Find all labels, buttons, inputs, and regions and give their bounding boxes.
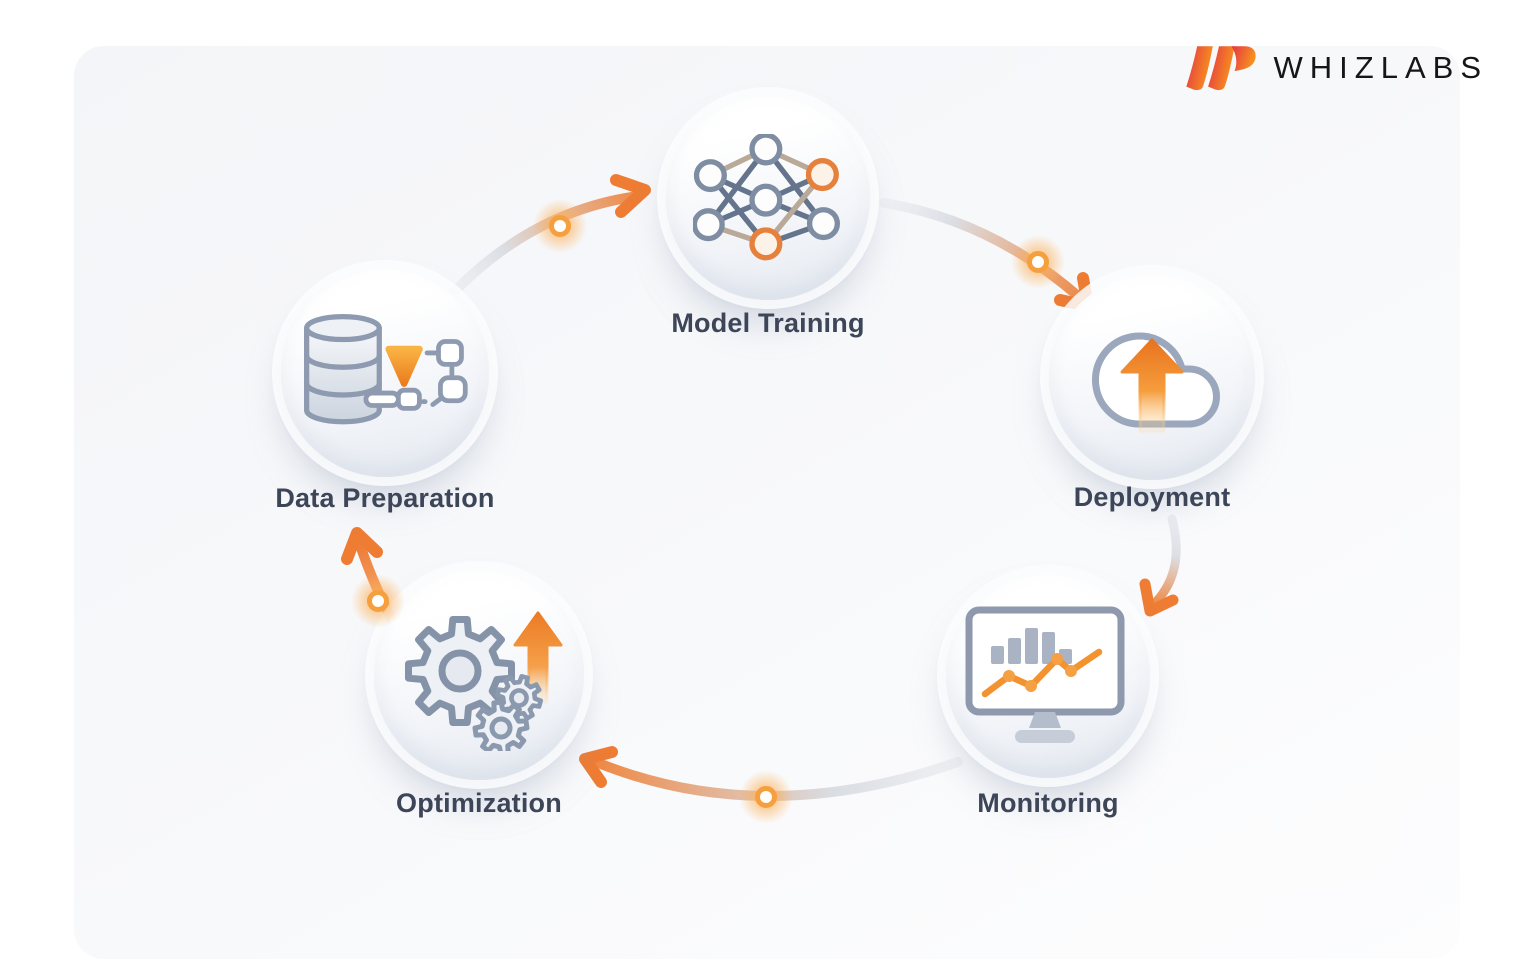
node-circle — [666, 96, 870, 300]
node-label: Data Preparation — [275, 483, 495, 513]
bar-chart-icon — [991, 627, 1072, 664]
node-circle — [281, 269, 489, 477]
database-transform-icon — [304, 313, 468, 425]
node-circle — [946, 574, 1150, 778]
node-circle — [374, 570, 584, 780]
node-data-preparation: Data Preparation — [275, 269, 494, 513]
whizlabs-mark-icon — [1185, 46, 1256, 91]
page: { "brand": { "name": "WHIZLABS" }, "diag… — [74, 40, 1488, 959]
arrow-monitoring-to-optimization — [579, 746, 963, 801]
upload-arrow-icon — [1120, 338, 1184, 434]
arrowhead-icon — [579, 746, 618, 788]
neural-network-icon — [693, 134, 840, 261]
arrowhead-icon — [610, 174, 651, 218]
node-circle — [1049, 274, 1255, 480]
brand-logo: WHIZLABS — [1180, 40, 1488, 96]
node-deployment: Deployment — [1049, 274, 1255, 512]
node-label: Optimization — [396, 788, 562, 818]
monitor-analytics-icon — [965, 606, 1125, 743]
arrowhead-icon — [341, 527, 383, 565]
node-label: Model Training — [671, 308, 865, 338]
node-label: Deployment — [1073, 482, 1231, 512]
arrowhead-icon — [1139, 578, 1179, 617]
arrow-deployment-to-monitoring — [1139, 514, 1181, 617]
line-chart-icon — [981, 648, 1103, 697]
node-label: Monitoring — [977, 788, 1119, 818]
node-monitoring: Monitoring — [946, 574, 1150, 818]
cloud-upload-icon — [1092, 332, 1220, 434]
gears-upgrade-icon — [405, 611, 563, 751]
funnel-icon — [385, 345, 423, 387]
brand-logo-text: WHIZLABS — [1273, 50, 1488, 85]
node-model-training: Model Training — [666, 96, 870, 338]
node-optimization: Optimization — [374, 570, 584, 818]
